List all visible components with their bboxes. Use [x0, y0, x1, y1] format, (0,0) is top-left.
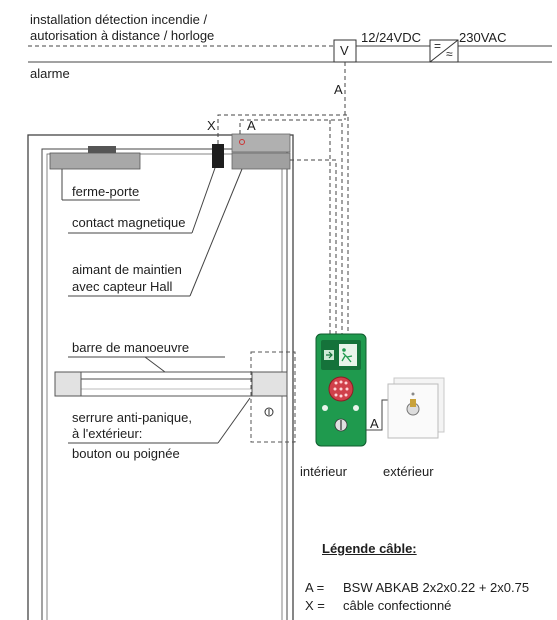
door-closer-arm [88, 146, 116, 153]
leader-contact [191, 167, 216, 234]
legend-title: Légende câble: [322, 541, 417, 556]
header-line-3: alarme [30, 66, 70, 81]
cable-a-vertical-label: A [334, 82, 343, 97]
label-interior: intérieur [300, 464, 347, 479]
label-door-closer: ferme-porte [72, 184, 140, 199]
label-holding-magnet-1: aimant de maintien [72, 262, 182, 277]
door-frame-outer [27, 134, 294, 620]
status-led-left [322, 405, 328, 411]
label-holding-magnet-2: avec capteur Hall [72, 279, 173, 294]
label-panic-lock-3: bouton ou poignée [72, 446, 180, 461]
power-supply-diagonal [429, 39, 459, 63]
header-line-1: installation détection incendie / [30, 12, 208, 27]
hall-sensor-dot [239, 139, 245, 145]
lock-outline [250, 351, 296, 443]
leader-magnet [189, 168, 243, 297]
label-magnetic-contact: contact magnetique [72, 215, 186, 230]
voltage-box-label: V [340, 43, 349, 58]
cable-a-side-label: A [370, 416, 379, 431]
magnetic-contact [212, 144, 224, 168]
keypad-keys [333, 380, 349, 398]
label-panic-lock-2: à l'extérieur: [72, 426, 143, 441]
cable-a-route [239, 119, 343, 335]
leader-lock [217, 397, 251, 444]
legend-x-key: X = [305, 598, 325, 613]
cable-x-route [217, 114, 349, 335]
push-bar [54, 371, 288, 397]
label-push-bar: barre de manoeuvre [72, 340, 190, 355]
label-panic-lock-1: serrure anti-panique, [72, 410, 192, 425]
legend-a-value: BSW ABKAB 2x2x0.22 + 2x0.75 [343, 580, 530, 595]
voltage-ac-label: 230VAC [459, 30, 507, 45]
cable-magnet-route [290, 159, 337, 335]
converter-ac-symbol: ≈ [446, 47, 453, 61]
leader-pushbar [144, 356, 166, 373]
legend-x-value: câble confectionné [343, 598, 452, 613]
legend-a-key: A = [305, 580, 325, 595]
status-led-right [353, 405, 359, 411]
door-closer [49, 152, 141, 170]
holding-magnet-bottom [231, 152, 291, 170]
push-bar-end-right [251, 371, 288, 397]
lock-cylinder [264, 407, 274, 417]
header-line-2: autorisation à distance / horloge [30, 28, 215, 43]
push-bar-end-left [54, 371, 82, 397]
cable-x-label: X [207, 118, 216, 133]
exterior-key [410, 399, 416, 407]
exit-sign [339, 344, 357, 366]
holding-magnet-top [231, 133, 291, 153]
cable-a-top-label: A [247, 118, 256, 133]
label-exterior: extérieur [383, 464, 434, 479]
voltage-dc-label: 12/24VDC [361, 30, 421, 45]
converter-dc-symbol: = [434, 39, 442, 53]
